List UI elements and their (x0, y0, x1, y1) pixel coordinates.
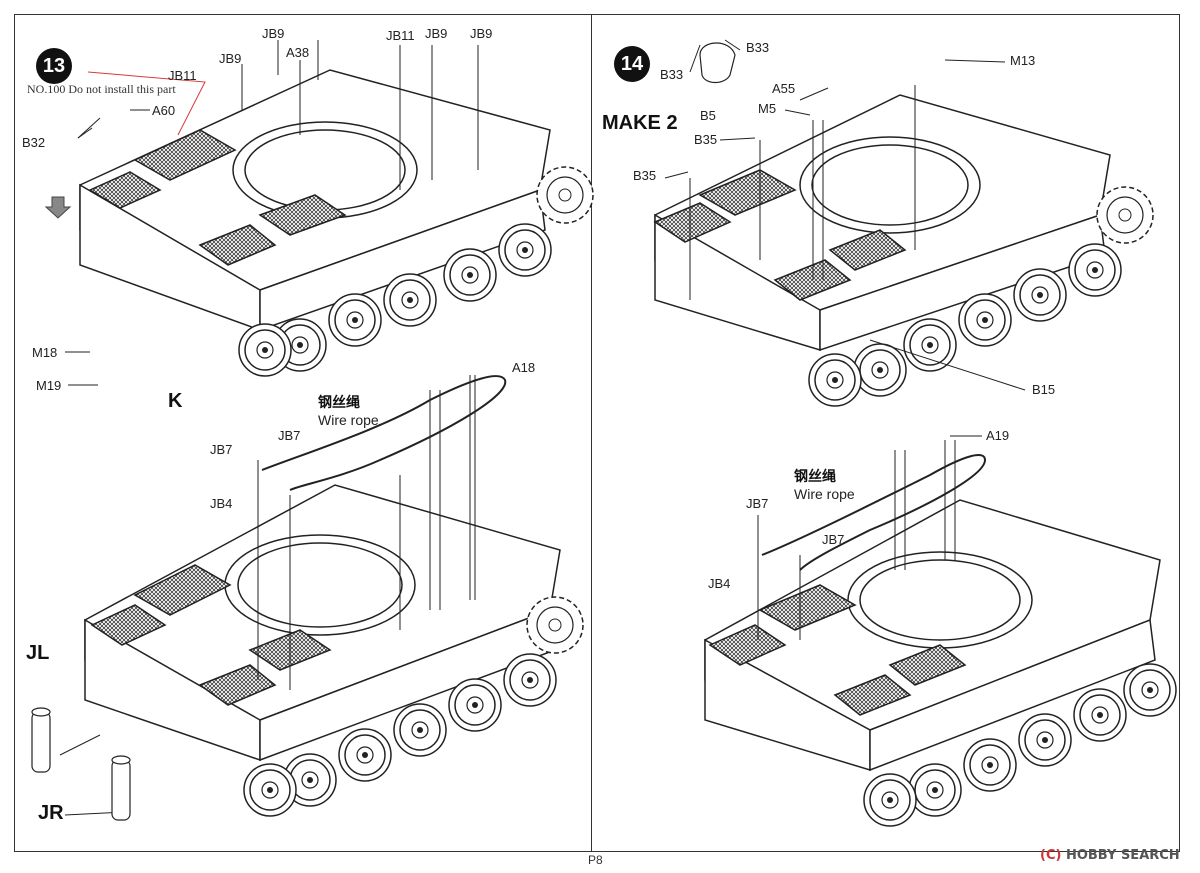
make-2-label: MAKE 2 (602, 112, 678, 134)
label-a60: A60 (152, 103, 176, 118)
label-jb7-14-2: JB7 (822, 532, 845, 547)
label-jb7-14-1: JB7 (746, 496, 769, 511)
label-b35-2: B35 (633, 168, 657, 183)
label-jb11-2: JB11 (168, 68, 197, 83)
label-jb11-1: JB11 (386, 28, 415, 43)
label-m5: M5 (758, 101, 777, 116)
jl-part (31, 707, 51, 773)
label-jb9-3: JB9 (425, 26, 448, 41)
watermark-text: HOBBY SEARCH (1065, 848, 1180, 863)
label-jb9-2: JB9 (219, 51, 242, 66)
label-jb9-1: JB9 (262, 26, 285, 41)
tank-hull-14a (653, 94, 1111, 352)
label-m19: M19 (36, 378, 62, 393)
label-b33-1: B33 (660, 67, 684, 82)
down-arrow-icon (44, 196, 72, 219)
label-b5: B5 (700, 108, 716, 123)
label-m13: M13 (1010, 53, 1036, 68)
label-jb7-2: JB7 (278, 428, 301, 443)
jr-part (111, 755, 131, 821)
tank-hull-14b (704, 499, 1161, 772)
label-a55: A55 (772, 81, 796, 96)
label-a38: A38 (286, 45, 310, 60)
jl-label: JL (26, 642, 50, 664)
label-a18: A18 (512, 360, 536, 375)
wire-rope-en-label-14: Wire rope (794, 486, 855, 502)
jr-label: JR (38, 802, 64, 824)
label-m18: M18 (32, 345, 58, 360)
label-jb4: JB4 (210, 496, 233, 511)
b5-part (699, 42, 736, 84)
label-a19: A19 (986, 428, 1010, 443)
step13-note: NO.100 Do not install this part (27, 82, 176, 96)
page-number: P8 (588, 853, 603, 867)
step-13-badge: 13 (36, 48, 72, 84)
watermark-mark: (C) (1040, 848, 1062, 863)
label-b35-1: B35 (694, 132, 718, 147)
wire-rope-en-label: Wire rope (318, 412, 379, 428)
tank-hull-13b (84, 484, 561, 762)
label-b33-2: B33 (746, 40, 770, 55)
label-jb4-14: JB4 (708, 576, 731, 591)
label-b15: B15 (1032, 382, 1056, 397)
subassembly-k-label: K (168, 390, 183, 412)
wire-rope-cn-label: 钢丝绳 (318, 395, 360, 411)
label-b32: B32 (22, 135, 46, 150)
hobby-search-logo-icon: (C) HOBBY SEARCH (1040, 848, 1180, 863)
label-jb9-4: JB9 (470, 26, 493, 41)
wire-rope-cn-label-14: 钢丝绳 (794, 469, 836, 485)
step-14-badge: 14 (614, 46, 650, 82)
label-jb7-1: JB7 (210, 442, 233, 457)
